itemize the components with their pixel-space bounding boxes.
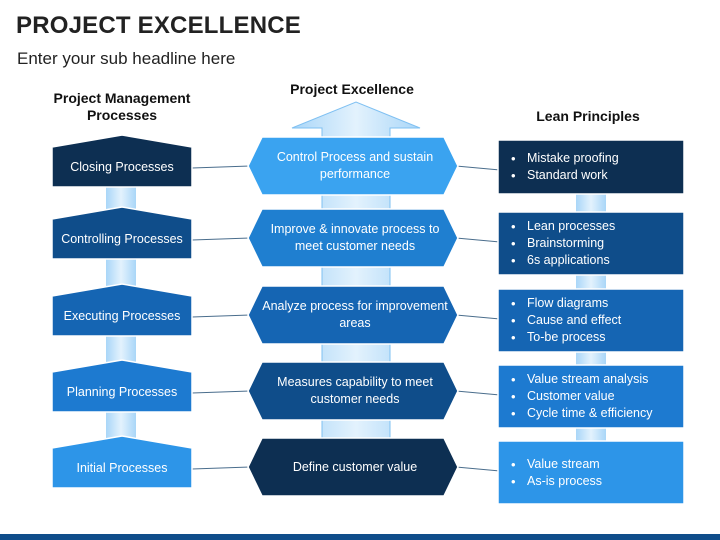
center-column-heading: Project Excellence bbox=[290, 81, 414, 97]
excellence-hexagon bbox=[247, 437, 459, 497]
excellence-hexagon bbox=[247, 361, 459, 421]
process-label: Closing Processes bbox=[70, 159, 174, 174]
excellence-hexagon bbox=[247, 136, 459, 196]
lean-list: Lean processesBrainstorming6s applicatio… bbox=[505, 212, 683, 275]
connector-right bbox=[455, 466, 501, 472]
lean-item: Value stream bbox=[511, 456, 683, 473]
lean-item: 6s applications bbox=[511, 252, 683, 269]
lean-list: Mistake proofingStandard work bbox=[505, 140, 683, 194]
connector-left bbox=[191, 165, 251, 169]
connector-right bbox=[455, 390, 501, 396]
connector-right bbox=[455, 165, 501, 171]
process-label: Executing Processes bbox=[63, 308, 181, 323]
excellence-label: Control Process and sustain performance bbox=[276, 150, 434, 181]
process-box bbox=[51, 283, 193, 337]
process-box bbox=[51, 359, 193, 413]
page-subtitle: Enter your sub headline here bbox=[17, 49, 236, 68]
lean-item: Brainstorming bbox=[511, 235, 683, 252]
excellence-label: Analyze process for improvement areas bbox=[262, 299, 448, 330]
excellence-hexagon bbox=[247, 208, 459, 268]
process-box bbox=[51, 206, 193, 260]
left-column-heading: Project Management Processes bbox=[53, 90, 191, 123]
lean-item: Lean processes bbox=[511, 218, 683, 235]
lean-item: Value stream analysis bbox=[511, 371, 683, 388]
lean-list: Value stream analysisCustomer valueCycle… bbox=[505, 365, 683, 428]
excellence-label: Measures capability to meet customer nee… bbox=[277, 375, 433, 406]
process-box-group bbox=[51, 134, 193, 489]
page-title: PROJECT EXCELLENCE bbox=[16, 12, 301, 39]
connector-left bbox=[191, 314, 251, 318]
lean-item: Customer value bbox=[511, 388, 683, 405]
connector-right bbox=[455, 237, 501, 243]
process-label: Initial Processes bbox=[76, 460, 168, 475]
connector-left bbox=[191, 390, 251, 394]
connector-left bbox=[191, 466, 251, 470]
footer-bar bbox=[0, 534, 720, 540]
connector-group bbox=[191, 165, 501, 472]
lean-item: Mistake proofing bbox=[511, 150, 683, 167]
excellence-hexagon bbox=[247, 285, 459, 345]
right-column-heading: Lean Principles bbox=[536, 108, 640, 124]
lean-item: To-be process bbox=[511, 329, 683, 346]
lean-item: As-is process bbox=[511, 473, 683, 490]
lean-list: Flow diagramsCause and effectTo-be proce… bbox=[505, 289, 683, 352]
lean-item: Standard work bbox=[511, 167, 683, 184]
lean-list: Value streamAs-is process bbox=[505, 441, 683, 504]
excellence-box-group bbox=[247, 136, 459, 497]
connector-left bbox=[191, 237, 251, 241]
process-label: Controlling Processes bbox=[61, 231, 183, 246]
excellence-label: Define customer value bbox=[292, 459, 418, 474]
lean-item: Flow diagrams bbox=[511, 295, 683, 312]
process-label: Planning Processes bbox=[66, 384, 178, 399]
lean-item: Cycle time & efficiency bbox=[511, 405, 683, 422]
connector-right bbox=[455, 314, 501, 320]
process-box bbox=[51, 134, 193, 188]
lean-item: Cause and effect bbox=[511, 312, 683, 329]
excellence-label: Improve & innovate process to meet custo… bbox=[270, 222, 440, 253]
process-box bbox=[51, 435, 193, 489]
